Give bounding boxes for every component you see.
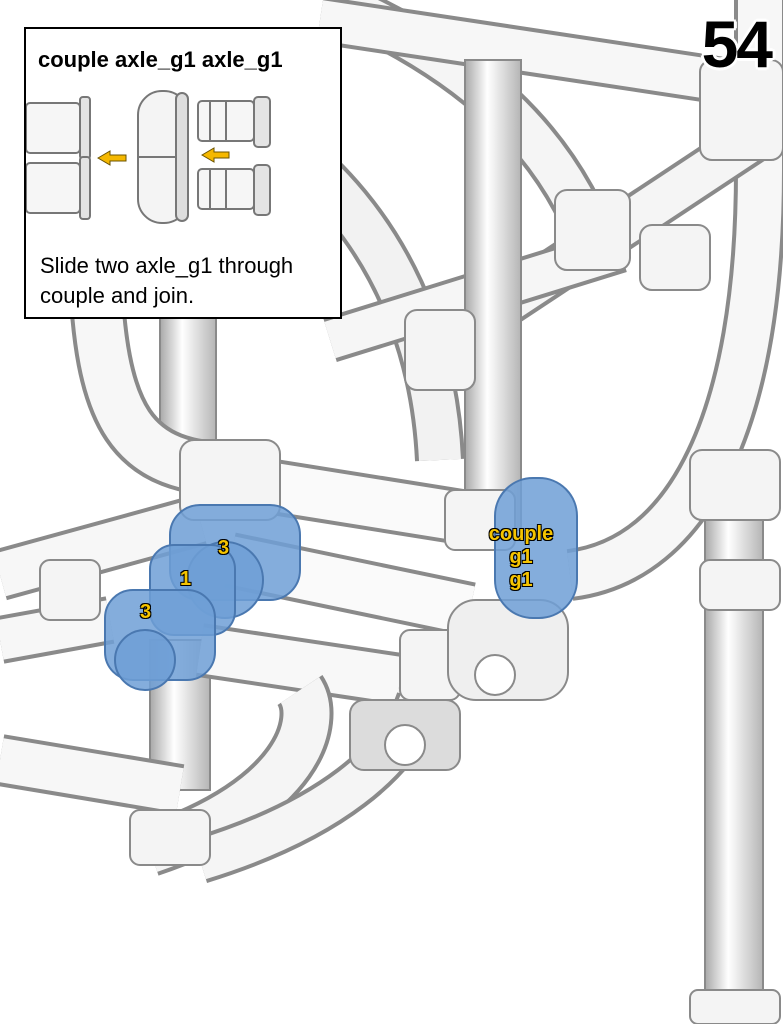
couple-piece <box>138 91 188 223</box>
arrow-left-icon <box>98 151 126 165</box>
connector-bottom-label: 3 <box>140 601 151 624</box>
center-vertical-tube <box>465 60 521 530</box>
right-vertical-tube <box>705 470 763 1024</box>
callout-box: couple axle_g1 axle_g1 <box>24 27 342 319</box>
callout-instruction: Slide two axle_g1 through couple and joi… <box>40 251 336 311</box>
couple-label: couple g1 g1 <box>476 523 566 592</box>
couple-label-line3: g1 <box>476 569 566 592</box>
step-number: 54 <box>702 6 771 82</box>
connector-top-label: 3 <box>218 537 229 560</box>
couple-label-line1: couple <box>476 523 566 546</box>
callout-illustration <box>26 89 340 249</box>
couple-label-line2: g1 <box>476 546 566 569</box>
arrow-left-icon <box>202 148 229 162</box>
connector-middle-label: 1 <box>180 568 191 591</box>
callout-title: couple axle_g1 axle_g1 <box>38 47 283 73</box>
axle-pair-left <box>26 97 90 219</box>
